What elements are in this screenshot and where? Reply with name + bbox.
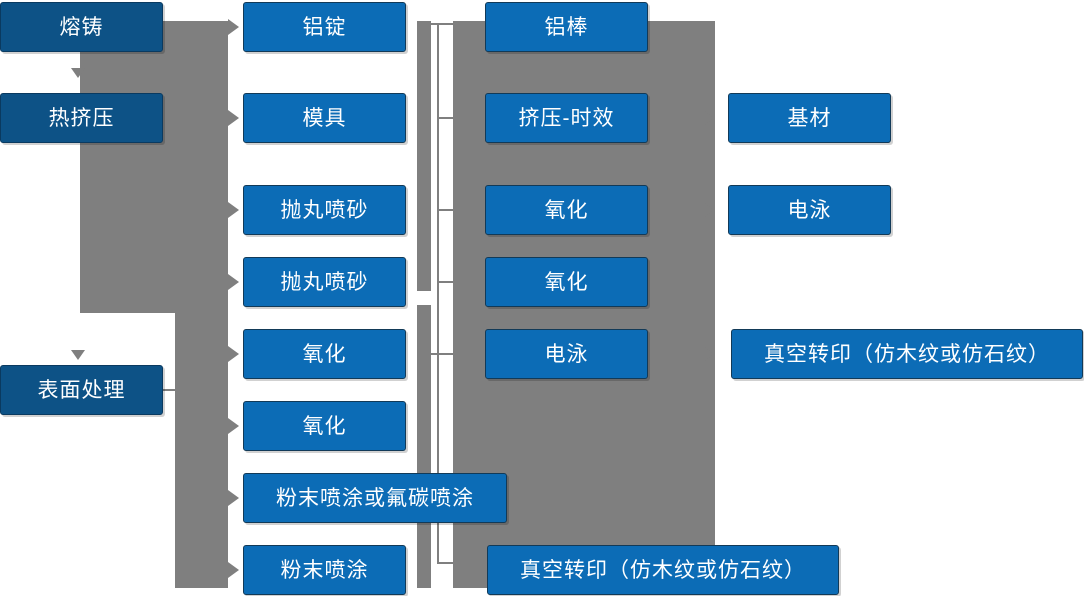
arrow-right-icon-to-powder-coating <box>228 562 239 578</box>
node-oxidation-2-box[interactable]: 氧化 <box>243 401 406 451</box>
node-vacuum-transfer-2-box[interactable]: 真空转印（仿木纹或仿石纹） <box>731 329 1083 379</box>
arrow-right-icon-to-powder-or-fluorocarbon <box>228 490 239 506</box>
node-shot-blasting-1-box[interactable]: 抛丸喷砂 <box>243 185 406 235</box>
connector-mid-bar-left-lower <box>417 305 431 588</box>
node-extrusion-aging-label: 挤压-时效 <box>518 106 615 130</box>
arrow-down-icon-extrusion-to-surface <box>71 350 85 360</box>
node-oxidation-4-label: 氧化 <box>544 270 589 294</box>
connector-left-upper-block <box>80 21 175 313</box>
node-mold-box[interactable]: 模具 <box>243 93 406 143</box>
node-electrophoresis-1-label: 电泳 <box>544 342 589 366</box>
stage-melting-label: 熔铸 <box>59 15 104 39</box>
connector-mid-tick-1 <box>431 23 453 25</box>
stage-melting-box[interactable]: 熔铸 <box>0 2 163 52</box>
connector-mid-tick-5 <box>431 353 453 355</box>
node-powder-coating-box[interactable]: 粉末喷涂 <box>243 545 406 595</box>
arrow-right-icon-to-shot-blasting-2 <box>228 274 239 290</box>
node-shot-blasting-2-label: 抛丸喷砂 <box>280 270 369 294</box>
arrow-right-icon-to-oxidation-2 <box>228 418 239 434</box>
node-powder-or-fluorocarbon-box[interactable]: 粉末喷涂或氟碳喷涂 <box>243 473 507 523</box>
node-oxidation-3-label: 氧化 <box>544 198 589 222</box>
node-extrusion-aging-box[interactable]: 挤压-时效 <box>485 93 648 143</box>
stage-hot-extrusion-label: 热挤压 <box>48 106 115 130</box>
connector-mid-tick-spine <box>437 23 439 563</box>
node-electrophoresis-2-box[interactable]: 电泳 <box>728 185 891 235</box>
arrow-right-icon-to-aluminum-ingot <box>228 19 239 35</box>
node-mold-label: 模具 <box>302 106 347 130</box>
node-base-material-label: 基材 <box>787 106 832 130</box>
connector-mid-tick-4 <box>437 281 453 283</box>
stage-surface-treatment-label: 表面处理 <box>37 378 126 402</box>
node-electrophoresis-2-label: 电泳 <box>787 198 832 222</box>
stage-surface-treatment-box[interactable]: 表面处理 <box>0 365 163 415</box>
arrow-right-icon-to-oxidation-1 <box>228 346 239 362</box>
arrow-right-icon-to-shot-blasting-1 <box>228 202 239 218</box>
arrow-down-icon-melting-to-extrusion <box>71 68 85 78</box>
stage-hot-extrusion-box[interactable]: 热挤压 <box>0 93 163 143</box>
node-oxidation-1-label: 氧化 <box>302 342 347 366</box>
connector-mid-tick-6 <box>437 562 453 564</box>
node-oxidation-1-box[interactable]: 氧化 <box>243 329 406 379</box>
node-oxidation-3-box[interactable]: 氧化 <box>485 185 648 235</box>
node-vacuum-transfer-1-box[interactable]: 真空转印（仿木纹或仿石纹） <box>487 545 839 595</box>
node-base-material-box[interactable]: 基材 <box>728 93 891 143</box>
connector-left-spine <box>175 21 228 588</box>
arrow-right-icon-to-mold <box>228 110 239 126</box>
node-oxidation-2-label: 氧化 <box>302 414 347 438</box>
node-shot-blasting-2-box[interactable]: 抛丸喷砂 <box>243 257 406 307</box>
arrow-right-icon-to-vacuum-transfer-2 <box>703 346 714 362</box>
node-vacuum-transfer-2-label: 真空转印（仿木纹或仿石纹） <box>764 342 1050 366</box>
connector-mid-tick-3 <box>437 209 453 211</box>
connector-mid-tick-2 <box>437 117 453 119</box>
node-aluminum-rod-box[interactable]: 铝棒 <box>485 2 648 52</box>
node-aluminum-ingot-label: 铝锭 <box>302 15 347 39</box>
node-powder-coating-label: 粉末喷涂 <box>280 558 369 582</box>
connector-surface-treatment-link <box>163 389 178 391</box>
node-aluminum-ingot-box[interactable]: 铝锭 <box>243 2 406 52</box>
connector-mid-bar-left <box>417 21 431 291</box>
arrow-right-icon-to-electrophoresis-2 <box>703 202 714 218</box>
node-shot-blasting-1-label: 抛丸喷砂 <box>280 198 369 222</box>
node-aluminum-rod-label: 铝棒 <box>544 15 589 39</box>
arrow-right-icon-to-base-material <box>703 110 714 126</box>
node-oxidation-4-box[interactable]: 氧化 <box>485 257 648 307</box>
node-electrophoresis-1-box[interactable]: 电泳 <box>485 329 648 379</box>
node-vacuum-transfer-1-label: 真空转印（仿木纹或仿石纹） <box>520 558 806 582</box>
node-powder-or-fluorocarbon-label: 粉末喷涂或氟碳喷涂 <box>276 486 474 510</box>
